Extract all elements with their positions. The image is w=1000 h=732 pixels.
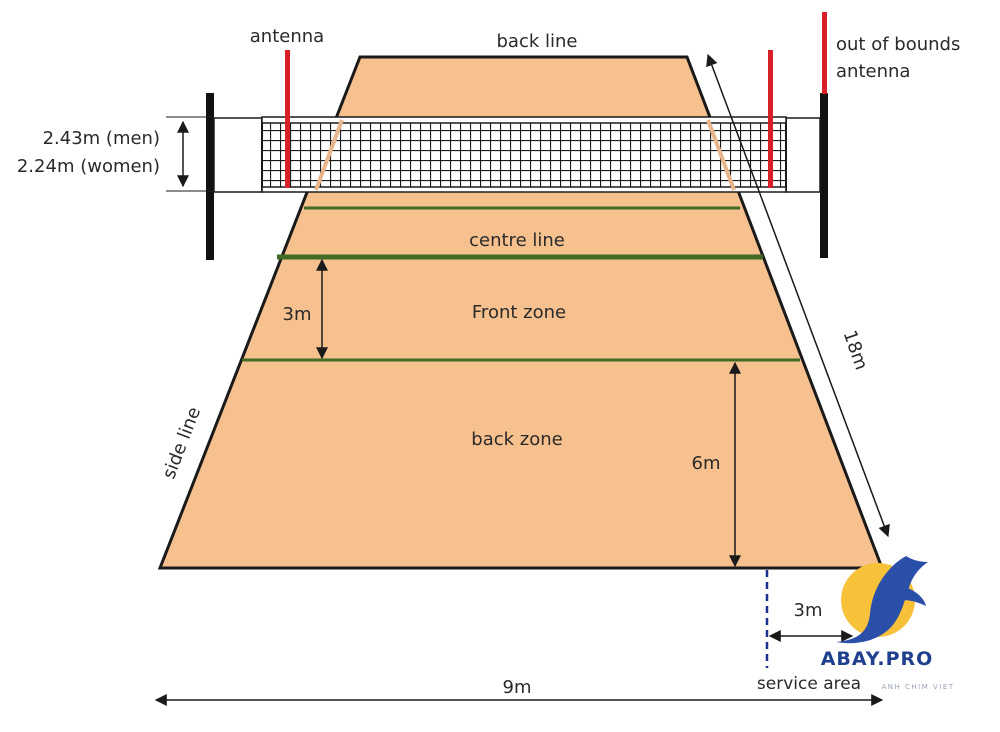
logo-name: ABAY.PRO xyxy=(821,648,934,670)
antenna-label: antenna xyxy=(250,26,324,47)
out-of-bounds-label-2: antenna xyxy=(836,61,910,82)
right-net-post xyxy=(820,93,828,258)
court-width-label: 9m xyxy=(503,677,532,698)
antenna-right xyxy=(768,50,773,188)
net-bottom-band xyxy=(261,186,787,193)
net-mesh xyxy=(261,119,787,191)
logo-bird-wing-icon xyxy=(902,586,926,606)
net-height-women-label: 2.24m (women) xyxy=(17,156,160,177)
out-of-bounds-label-1: out of bounds xyxy=(836,34,960,55)
front-zone-depth-label: 3m xyxy=(283,304,312,325)
service-area-width-label: 3m xyxy=(794,600,823,621)
court-length-arrow xyxy=(706,53,890,538)
back-zone-depth-label: 6m xyxy=(692,453,721,474)
court-length-label: 18m xyxy=(839,328,872,373)
antenna-left xyxy=(285,50,290,188)
left-net-post xyxy=(206,93,214,260)
front-zone-label: Front zone xyxy=(472,302,566,323)
net-left-tape xyxy=(213,117,263,193)
logo-tagline: ANH CHIM VIET xyxy=(881,683,954,691)
net-sideline-left xyxy=(314,119,344,191)
logo-bird-icon xyxy=(836,556,928,644)
net-right-tape xyxy=(785,117,821,193)
back-zone-label: back zone xyxy=(471,429,562,450)
back-line-label: back line xyxy=(497,31,578,52)
service-area-label: service area xyxy=(757,674,861,694)
out-of-bounds-antenna xyxy=(822,12,827,94)
centre-line-label: centre line xyxy=(469,230,565,251)
net-height-men-label: 2.43m (men) xyxy=(43,128,160,149)
abay-logo: ABAY.PRO ANH CHIM VIET xyxy=(821,556,954,691)
